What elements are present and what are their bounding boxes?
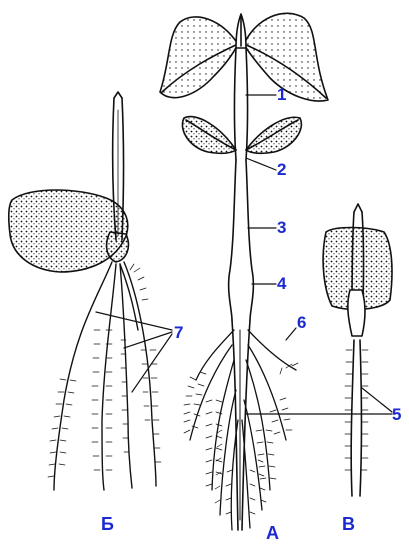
label-1: 1: [277, 86, 286, 103]
stem: [235, 48, 248, 160]
leader-5b: [362, 388, 392, 412]
seedling-v: [323, 204, 392, 496]
seedling-b: [9, 92, 161, 490]
label-plant-b: Б: [101, 515, 114, 533]
label-3: 3: [277, 219, 286, 236]
seminal-roots: [54, 262, 156, 490]
leader-7a: [96, 312, 172, 330]
label-7: 7: [174, 324, 183, 341]
label-4: 4: [277, 275, 286, 292]
leader-6: [286, 328, 296, 340]
root-v: [351, 340, 361, 496]
leader-2: [246, 158, 276, 170]
root-hairs-a: [184, 363, 298, 514]
leader-7c: [132, 334, 172, 392]
seedling-a: [160, 13, 328, 530]
label-5: 5: [392, 406, 401, 423]
main-root: [232, 320, 250, 530]
leader-7b: [124, 332, 172, 348]
label-plant-a: А: [266, 524, 279, 542]
label-plant-v: В: [342, 515, 355, 533]
label-2: 2: [277, 161, 286, 178]
top-leaf-left: [160, 17, 238, 98]
grain: [9, 190, 128, 272]
root-hairs-v: [345, 350, 368, 470]
hypocotyl: [229, 160, 254, 320]
label-6: 6: [297, 314, 306, 331]
